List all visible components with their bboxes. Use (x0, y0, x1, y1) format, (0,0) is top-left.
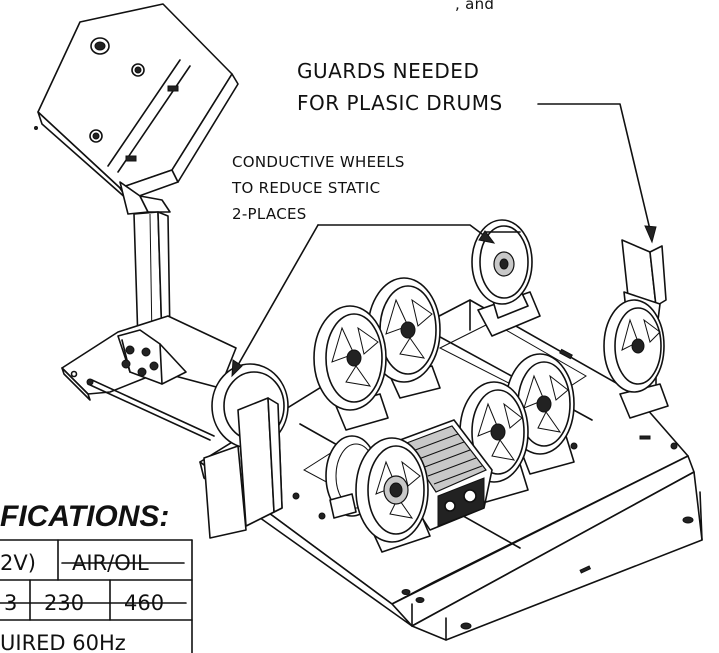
callout-wheels-line2: TO REDUCE STATIC (231, 179, 380, 197)
caster-wheel-front-right (505, 353, 575, 475)
callout-wheels-line3: 2-PLACES (232, 205, 307, 223)
drive-wheel-front-left (325, 435, 431, 553)
control-panel (34, 3, 239, 201)
callout-guards-line1: GUARDS NEEDED (297, 59, 479, 83)
caster-wheel-conductive-left (211, 363, 289, 527)
caster-wheel-mid-left (313, 305, 389, 431)
callout-guards-line2: FOR PLASIC DRUMS (297, 91, 503, 115)
panel-mount-post (119, 181, 171, 343)
specifications-table: FICATIONS: 2V) AIR/OIL 3 230 460 UIRED 6… (0, 500, 193, 653)
stand-base-plate (61, 315, 237, 441)
spec-row1-cell1: 2V) (0, 551, 36, 575)
callout-wheels-line1: CONDUCTIVE WHEELS (232, 153, 405, 171)
arrowhead-icon (644, 225, 657, 244)
caster-wheel-front-mid (459, 381, 529, 503)
spec-title: FICATIONS: (0, 500, 169, 533)
arrowhead-icon (478, 230, 496, 244)
arrowhead-icon (231, 359, 243, 378)
caster-wheel-conductive-top (471, 219, 541, 337)
callout-conductive-wheels: CONDUCTIVE WHEELS TO REDUCE STATIC 2-PLA… (231, 153, 496, 378)
header-fragment: , and (455, 0, 494, 13)
caster-wheel-right (603, 299, 669, 419)
spec-row3-cell1: UIRED 60Hz (0, 631, 126, 653)
callout-guards: GUARDS NEEDED FOR PLASIC DRUMS (297, 59, 657, 244)
